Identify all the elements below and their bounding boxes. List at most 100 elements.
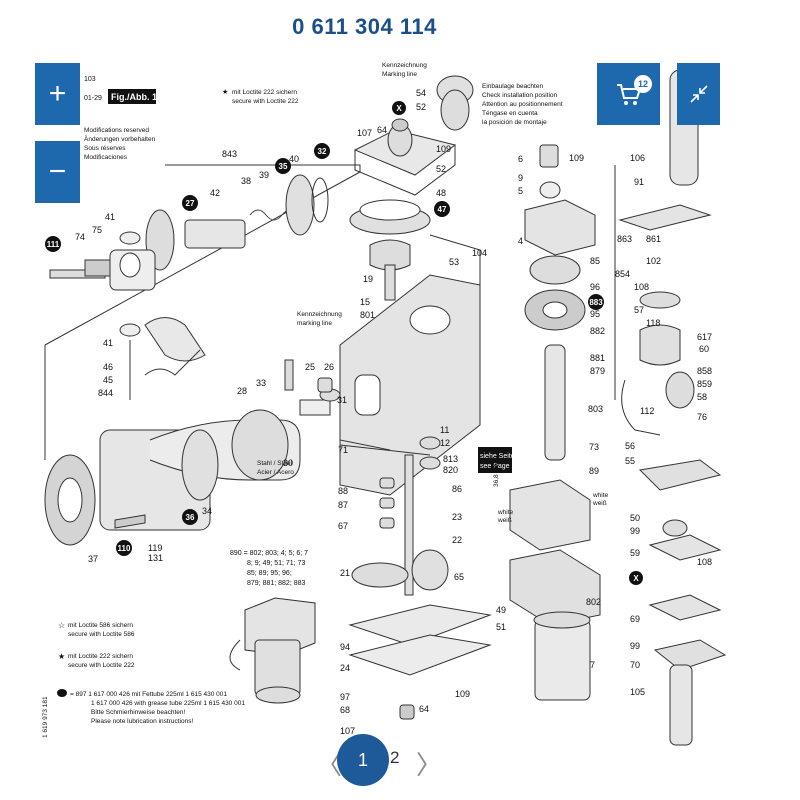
mod-line-3: Sous réserves <box>84 145 126 152</box>
part-label: 60 <box>699 344 709 354</box>
left-assembly-mid <box>44 317 341 546</box>
center-housing <box>339 75 492 720</box>
part-label: 76 <box>697 412 707 422</box>
steel-1: Stahl / Steel <box>257 460 293 467</box>
part-label: X <box>633 574 639 583</box>
see-page-2: see Page 2 <box>480 463 516 470</box>
part-label: 108 <box>697 557 712 567</box>
part-label: 24 <box>340 663 350 673</box>
part-label: 19 <box>363 274 373 284</box>
part-label: 57 <box>634 305 644 315</box>
kit-line-3: 85; 89; 95; 96; <box>247 570 292 577</box>
part-label: 46 <box>103 362 113 372</box>
part-label: 89 <box>589 466 599 476</box>
wire-white-4: weiß <box>497 517 512 524</box>
marking-mid-1: Kennzeichnung <box>297 311 342 318</box>
install-5: la posición de montaje <box>482 119 547 126</box>
part-label: 859 <box>697 379 712 389</box>
steel-2: Acier / Acero <box>257 469 294 476</box>
part-label: 107 <box>340 726 355 736</box>
page-1-button[interactable]: 1 <box>337 734 389 786</box>
kit-line-4: 879; 881; 882; 883 <box>247 580 305 587</box>
part-label: 801 <box>360 310 375 320</box>
part-label: 50 <box>630 513 640 523</box>
part-label: 6 <box>518 154 523 164</box>
zoom-out-button[interactable]: − <box>35 141 80 203</box>
part-label: 73 <box>589 442 599 452</box>
part-label: 95 <box>590 309 600 319</box>
part-label: 131 <box>148 553 163 563</box>
fig-label: Fig./Abb. 1 <box>111 92 157 102</box>
grease-2: 1 617 000 426 with grease tube 225ml 1 6… <box>91 700 245 707</box>
part-label: 86 <box>452 484 462 494</box>
part-label: 15 <box>360 297 370 307</box>
part-label: 37 <box>88 554 98 564</box>
part-label: 27 <box>186 199 195 208</box>
part-label: 58 <box>697 392 707 402</box>
loctite222-2: secure with Loctite 222 <box>68 662 135 669</box>
part-label: 26 <box>324 362 334 372</box>
part-label: 858 <box>697 366 712 376</box>
part-label: 41 <box>103 338 113 348</box>
wire-white-1: white <box>592 492 609 499</box>
cart-count-badge: 12 <box>634 75 652 93</box>
motor-inset <box>229 597 316 704</box>
kit-line-1: 890 = 802; 803; 4; 5; 6; 7 <box>230 550 308 557</box>
part-label: 41 <box>105 212 115 222</box>
loctite-top-1: ★ <box>222 88 228 96</box>
part-label: 99 <box>630 641 640 651</box>
part-label: 39 <box>259 170 269 180</box>
part-label: 813 <box>443 454 458 464</box>
part-label: 7 <box>590 660 595 670</box>
kit-note: 890 = 802; 803; 4; 5; 6; 7 8; 9; 49; 51;… <box>230 550 308 587</box>
legend-notes: ☆ mit Loctite 586 sichern secure with Lo… <box>42 621 245 738</box>
grease-3: Bitte Schmierhinweise beachten! <box>91 709 185 716</box>
part-label: 56 <box>625 441 635 451</box>
marking-mid-2: marking line <box>297 320 332 327</box>
loctite-top-text-1: mit Loctite 222 sichern <box>232 89 297 96</box>
part-label: 854 <box>615 269 630 279</box>
grease-1: = 897 1 617 000 426 mit Fettube 225ml 1 … <box>70 691 227 698</box>
part-label: 70 <box>630 660 640 670</box>
part-label: 883 <box>589 298 603 307</box>
part-label: 617 <box>697 332 712 342</box>
dimension-label: 36,8 - 37,0 <box>493 456 500 487</box>
part-label: 71 <box>338 445 348 455</box>
star-outline-icon: ☆ <box>58 621 65 630</box>
left-assembly-top <box>44 164 361 346</box>
pagination: 〈 1 2 〉 <box>310 733 450 788</box>
part-label: 85 <box>590 256 600 266</box>
wire-white-2: weiß <box>592 500 607 507</box>
part-label: 30 <box>283 458 293 468</box>
add-to-cart-button[interactable]: 12 <box>597 63 660 125</box>
part-label: 69 <box>630 614 640 624</box>
next-page-button[interactable]: 〉 <box>415 751 442 781</box>
collapse-button[interactable] <box>677 63 720 125</box>
part-label: 111 <box>47 240 60 249</box>
part-label: 25 <box>305 362 315 372</box>
zoom-in-button[interactable]: + <box>35 63 80 125</box>
part-label: X <box>396 104 402 113</box>
loctite-top-text-2: secure with Loctite 222 <box>232 98 299 105</box>
part-label: 11 <box>440 425 449 435</box>
part-label: 802 <box>586 597 601 607</box>
part-label: 102 <box>646 256 661 266</box>
part-label: 45 <box>103 375 113 385</box>
part-label: 843 <box>222 149 237 159</box>
mod-line-1: Modifications reserved <box>84 127 149 134</box>
loctite586-2: secure with Loctite 586 <box>68 631 135 638</box>
page-2-button[interactable]: 2 <box>390 748 400 767</box>
part-label: 87 <box>338 500 348 510</box>
minus-icon: − <box>48 155 67 188</box>
install-1: Einbaulage beachten <box>482 83 543 90</box>
part-label: 22 <box>452 535 462 545</box>
part-label: 97 <box>340 692 350 702</box>
part-label: 109 <box>436 144 451 154</box>
part-label: 119 <box>148 543 162 553</box>
part-label: 882 <box>590 326 605 336</box>
part-label: 109 <box>455 689 470 699</box>
circled-part-numbers: 35 32 27 111 36 110 X 47 883 X <box>45 101 643 585</box>
part-label: 28 <box>237 386 247 396</box>
grease-4: Please note lubrication instructions! <box>91 718 193 725</box>
